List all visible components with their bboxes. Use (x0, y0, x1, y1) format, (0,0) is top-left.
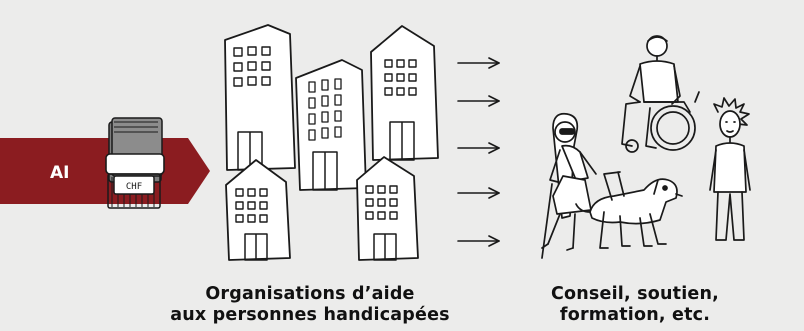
ai-label: AI (50, 163, 69, 183)
organisations-caption-line-1: Organisations d’aide (205, 284, 415, 304)
guide-dog-icon (575, 171, 683, 249)
ai-arrow-band: AI (0, 138, 210, 204)
blind-person-icon (541, 112, 597, 259)
building-icon (370, 25, 439, 161)
building-icon (225, 159, 291, 261)
organisations-caption-line-2: aux personnes handicapées (170, 305, 450, 325)
money-label: CHF (126, 182, 142, 192)
building-icon (295, 59, 367, 191)
services-caption-line-2: formation, etc. (559, 305, 711, 325)
wheelchair-user-icon (621, 35, 700, 153)
organisations-caption: Organisations d’aide aux personnes handi… (160, 284, 460, 326)
services-caption-line-1: Conseil, soutien, (551, 284, 719, 304)
building-icon (356, 156, 419, 261)
stack-of-money-icon: CHF (105, 117, 165, 209)
services-caption: Conseil, soutien, formation, etc. (520, 284, 750, 326)
building-icon (224, 24, 296, 171)
arrow-band-shape (0, 138, 210, 204)
standing-person-icon (709, 97, 751, 241)
